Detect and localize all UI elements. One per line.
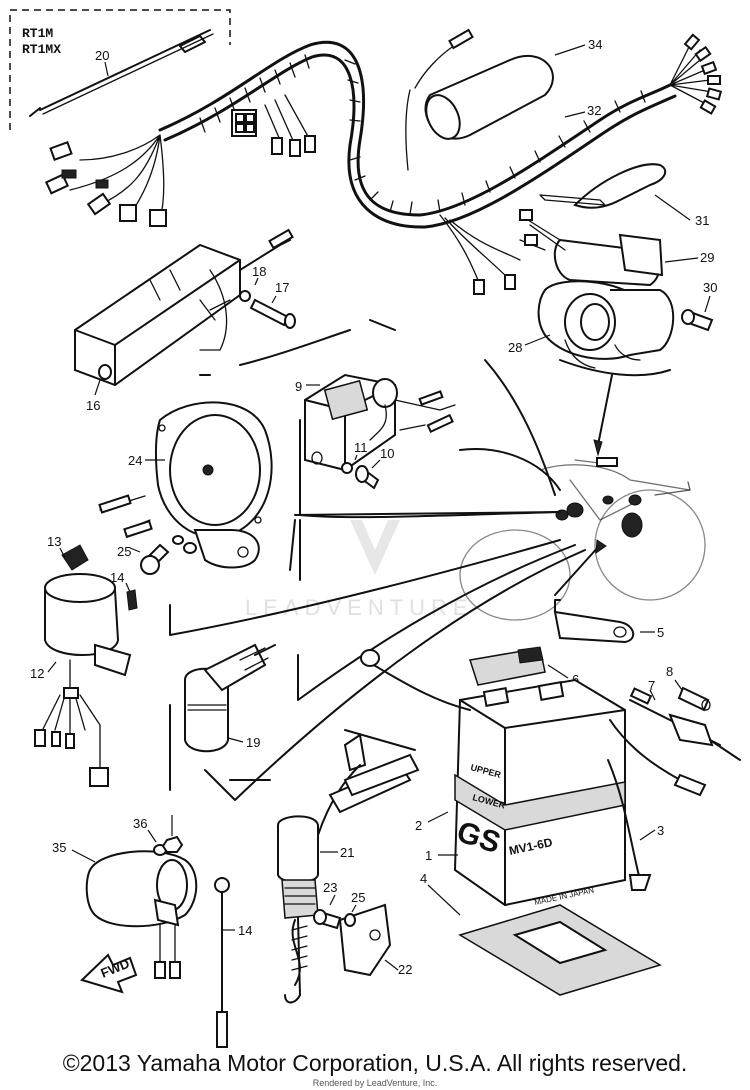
part-6-band: 6 <box>469 646 579 687</box>
part-19-plug-cap: 19 <box>184 643 276 753</box>
part-21-plug-assembly: 21 <box>277 733 420 1004</box>
callout-30: 30 <box>703 280 717 295</box>
fwd-arrow: FWD <box>80 953 138 994</box>
model-label-rt1m: RT1M <box>22 26 53 41</box>
callout-23: 23 <box>323 880 337 895</box>
part-25-horn: 24 <box>128 401 273 569</box>
callout-26: 25 <box>117 544 131 559</box>
callout-2: 2 <box>415 818 422 833</box>
callout-4: 4 <box>420 871 427 886</box>
callout-18: 18 <box>252 264 266 279</box>
wire-harness: 32 <box>44 33 723 295</box>
part-17-18-bolt: 18 17 <box>239 264 296 329</box>
vehicle-outline <box>294 359 706 621</box>
callout-34: 35 <box>52 840 66 855</box>
part-10-11-screw: 11 10 <box>341 440 394 490</box>
model-label-rt1mx: RT1MX <box>22 42 61 57</box>
callout-29: 29 <box>700 250 714 265</box>
callout-28: 28 <box>508 340 522 355</box>
callout-7: 7 <box>648 678 655 693</box>
callout-21: 21 <box>340 845 354 860</box>
part-16-ignition-coil: 16 <box>74 228 294 413</box>
callout-13: 13 <box>47 534 61 549</box>
part-34-relay: 35 <box>52 840 198 979</box>
callout-33: 34 <box>588 37 602 52</box>
watermark: LEADVENTURE <box>245 520 474 620</box>
callout-14-lower: 14 <box>238 923 252 938</box>
part-24-washer: 25 <box>344 890 365 927</box>
callout-22: 22 <box>398 962 412 977</box>
callout-16: 16 <box>86 398 100 413</box>
callout-25: 24 <box>128 453 142 468</box>
part-29-switch: 29 <box>519 209 714 287</box>
callout-20: 20 <box>95 48 109 63</box>
part-33-cover: 34 <box>405 28 602 171</box>
callout-9: 9 <box>295 379 302 394</box>
part-31-clamp: 31 <box>539 163 709 228</box>
part-9-regulator: 9 <box>295 373 456 472</box>
part-8-fuse: 8 <box>666 664 711 712</box>
part-3-hose: 3 <box>607 759 664 891</box>
rendered-by-notice: Rendered by LeadVenture, Inc. <box>312 1078 438 1088</box>
callout-10: 10 <box>380 446 394 461</box>
callout-19: 19 <box>246 735 260 750</box>
callout-31: 31 <box>695 213 709 228</box>
part-36-nut <box>161 815 184 853</box>
part-23-screw: 23 <box>313 880 342 930</box>
callout-8: 8 <box>666 664 673 679</box>
connector-bits <box>399 413 454 434</box>
part-35-nut: 36 <box>133 816 167 856</box>
watermark-text: LEADVENTURE <box>245 595 474 620</box>
battery-lead-wire <box>609 719 707 797</box>
model-specific-box: RT1M RT1MX <box>9 9 231 130</box>
frame-lines-left <box>169 539 586 801</box>
copyright-notice: ©2013 Yamaha Motor Corporation, U.S.A. A… <box>62 1050 688 1076</box>
part-30-screw: 30 <box>681 280 717 332</box>
part-2-cable: 2 <box>360 649 471 833</box>
callout-12: 12 <box>30 666 44 681</box>
callout-17: 17 <box>275 280 289 295</box>
part-1-battery: UPPER LOWER GS MV1-6D MADE IN JAPAN 1 <box>425 678 626 907</box>
callout-14-upper: 14 <box>110 570 124 585</box>
part-4-pad: 4 <box>420 871 662 996</box>
part-26-bolt: 25 <box>98 494 197 575</box>
callout-35: 36 <box>133 816 147 831</box>
part-5-bracket: 5 <box>553 599 664 644</box>
part-7-fuse-holder: 7 <box>629 678 741 761</box>
part-28-housing: 28 <box>508 280 675 369</box>
part-12-ignition-switch: 13 12 <box>30 534 132 787</box>
callout-5: 5 <box>657 625 664 640</box>
callout-1: 1 <box>425 848 432 863</box>
callout-24: 25 <box>351 890 365 905</box>
part-20-cable: 20 <box>29 29 214 117</box>
part-14-screw-upper: 14 <box>110 570 138 611</box>
callout-11: 11 <box>354 440 368 455</box>
callout-32: 32 <box>587 103 601 118</box>
part-14-wire-lower: 14 <box>214 877 252 1048</box>
callout-3: 3 <box>657 823 664 838</box>
